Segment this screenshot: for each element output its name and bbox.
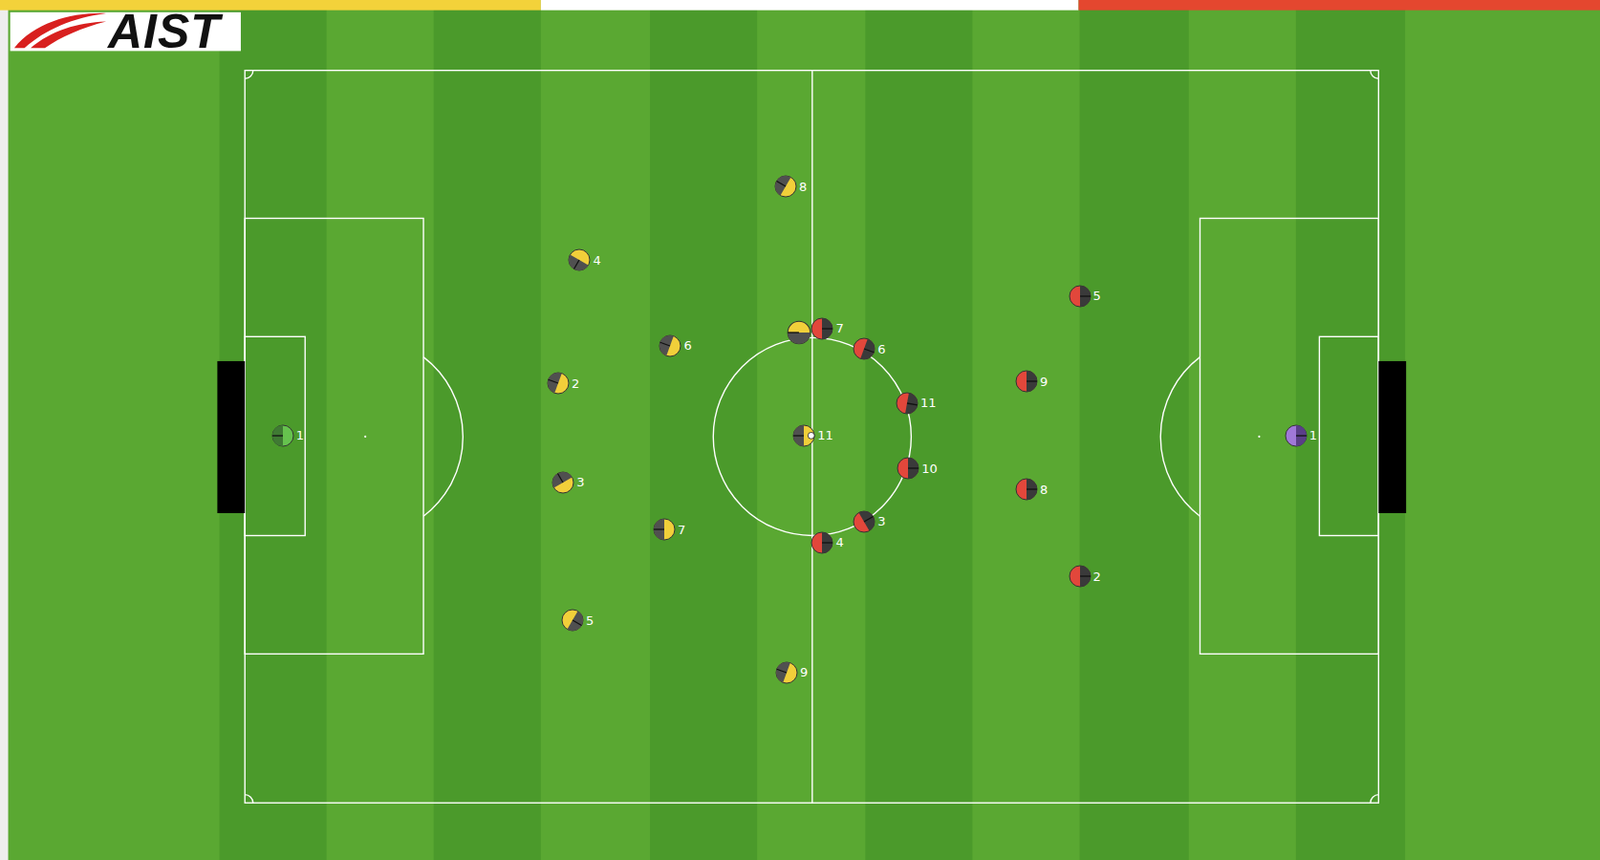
player-number: 2: [571, 376, 580, 391]
player-marker: 8: [774, 174, 809, 198]
player-number: 5: [1093, 288, 1102, 303]
player-disc: [546, 371, 570, 395]
player-disc: [561, 608, 584, 632]
player-disc: [1068, 564, 1092, 588]
player-marker: 2: [546, 371, 582, 395]
player-number: 4: [592, 253, 601, 268]
player-disc: [1068, 284, 1092, 308]
player-disc: [774, 174, 798, 198]
player-marker: 9: [775, 661, 810, 685]
player-number: 6: [877, 342, 886, 357]
player-marker: 11: [895, 391, 938, 415]
player-marker: 7: [810, 317, 845, 341]
player-disc: [895, 391, 919, 415]
player-marker: 10: [896, 456, 939, 480]
player-marker: 5: [1068, 284, 1103, 308]
player-disc: [792, 424, 816, 448]
player-number: 1: [296, 428, 304, 443]
player-number: 8: [1039, 482, 1048, 498]
player-disc: [810, 531, 834, 555]
logo-swoosh: [30, 21, 107, 48]
player-disc: [1015, 477, 1038, 501]
pitch-lines: [244, 70, 1379, 804]
score-bar-right: [1078, 0, 1600, 11]
player-marker: 7: [652, 518, 688, 541]
player-disc: [652, 518, 676, 541]
player-marker: 6: [658, 334, 693, 358]
logo-text: AIST: [108, 10, 221, 53]
player-number: 3: [576, 475, 584, 490]
player-number: 11: [817, 428, 834, 443]
score-bar-left: [0, 0, 541, 11]
player-number: 9: [800, 665, 808, 680]
penalty-spot: [1257, 435, 1260, 438]
grass-stripes: [219, 0, 1406, 860]
player-number: 4: [835, 535, 844, 550]
player-marker: 3: [551, 471, 586, 495]
player-number: 2: [1093, 569, 1102, 584]
player-marker: 8: [1015, 477, 1050, 501]
player-number: 9: [1039, 374, 1048, 390]
player-disc: [271, 424, 295, 448]
player-number: 7: [835, 321, 844, 336]
player-disc: [1015, 369, 1038, 393]
player-number: 6: [683, 338, 692, 353]
player-marker: 5: [561, 608, 596, 632]
player-marker: 1: [1284, 424, 1319, 448]
ball: [807, 432, 815, 439]
player-number: 3: [877, 514, 886, 529]
player-number: 8: [799, 179, 807, 195]
goal: [216, 361, 245, 514]
player-number: 1: [1309, 428, 1318, 443]
player-marker: 3: [852, 510, 887, 534]
player-disc: [775, 661, 799, 685]
player-disc: [1284, 424, 1308, 448]
player-marker: 9: [1015, 369, 1050, 393]
player-disc: [567, 248, 591, 272]
logo-swoosh: [14, 13, 107, 48]
player-marker: 6: [852, 337, 887, 361]
player-marker: 4: [567, 248, 603, 272]
player-disc: [852, 337, 876, 361]
player-marker: 4: [810, 531, 845, 555]
grass: [8, 0, 1600, 860]
player-number: 7: [677, 522, 686, 538]
player-number: 5: [585, 613, 594, 628]
score-bar-middle: [540, 0, 1080, 11]
penalty-spot: [364, 435, 367, 438]
player-marker: 2: [1068, 564, 1103, 588]
player-number: 10: [921, 461, 938, 476]
player-marker: [787, 321, 810, 344]
player-disc: [852, 510, 876, 534]
player-marker: 11: [792, 424, 835, 448]
player-marker: 1: [271, 424, 306, 448]
player-number: 11: [920, 395, 937, 411]
player-disc: [551, 471, 575, 495]
player-disc: [896, 456, 920, 480]
player-disc: [810, 317, 834, 341]
goal: [1378, 361, 1406, 514]
player-disc: [658, 334, 682, 358]
